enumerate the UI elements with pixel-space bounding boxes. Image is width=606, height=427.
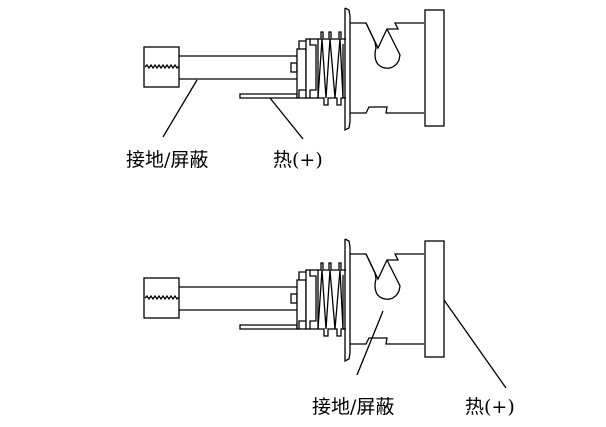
ground-leader-line-bottom bbox=[356, 310, 384, 376]
jack-diagram-bottom: 接地/屏蔽 热(+) bbox=[143, 238, 515, 418]
hot-positive-label-top: 热(+) bbox=[273, 149, 323, 171]
hot-leader-line-top bbox=[269, 97, 304, 140]
hot-positive-label-bottom: 热(+) bbox=[465, 396, 515, 418]
jack-diagram-top: 接地/屏蔽 热(+) bbox=[126, 7, 445, 171]
ground-shield-label-bottom: 接地/屏蔽 bbox=[312, 396, 394, 418]
ground-shield-label-top: 接地/屏蔽 bbox=[126, 149, 208, 171]
hot-leader-line-bottom bbox=[443, 299, 507, 389]
ground-leader-line-top bbox=[162, 79, 198, 138]
